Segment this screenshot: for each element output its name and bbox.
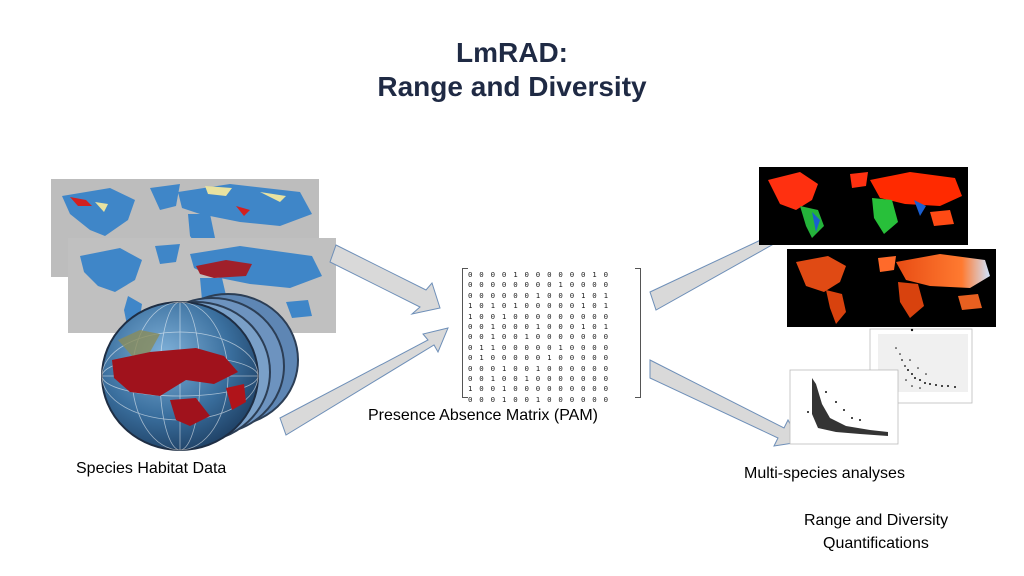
arrow-globe-to-pam <box>279 327 449 436</box>
output-map-range <box>787 249 996 327</box>
arrow-pam-to-plots <box>649 359 801 447</box>
pam-row: 0 0 0 1 0 0 1 0 0 0 0 0 0 <box>468 394 610 404</box>
range-diversity-label-line2: Quantifications <box>823 535 929 552</box>
page-title: LmRAD: Range and Diversity <box>0 36 1024 104</box>
pam-row: 0 0 1 0 0 0 1 0 0 0 1 0 1 <box>468 322 610 332</box>
pam-row: 0 0 0 1 0 0 1 0 0 0 0 0 0 <box>468 363 610 373</box>
title-line-1: LmRAD: <box>456 37 568 68</box>
pam-row: 0 0 1 0 0 1 0 0 0 0 0 0 0 <box>468 374 610 384</box>
pam-row: 1 0 0 1 0 0 0 0 0 0 0 0 0 <box>468 311 610 321</box>
species-habitat-label: Species Habitat Data <box>76 460 227 477</box>
pam-row: 0 0 1 0 0 1 0 0 0 0 0 0 0 <box>468 332 610 342</box>
title-line-2: Range and Diversity <box>377 71 647 102</box>
pam-row: 0 0 0 0 0 0 1 0 0 0 1 0 1 <box>468 290 610 300</box>
range-diversity-label-line1: Range and Diversity <box>804 512 949 529</box>
pam-bracket-right <box>635 268 641 398</box>
pam-row: 1 0 1 0 1 0 0 0 0 0 1 0 1 <box>468 301 610 311</box>
pam-bracket-left <box>462 268 468 398</box>
pam-row: 0 1 0 0 0 0 0 1 0 0 0 0 0 <box>468 353 610 363</box>
pam-label: Presence Absence Matrix (PAM) <box>368 407 599 424</box>
habitat-globes <box>101 293 299 451</box>
scatter-plot-front <box>789 369 899 445</box>
pam-row: 0 1 1 0 0 0 0 0 1 0 0 0 0 <box>468 342 610 352</box>
multi-species-label: Multi-species analyses <box>744 465 905 482</box>
arrow-map-to-pam <box>329 244 441 315</box>
output-map-richness <box>759 167 968 245</box>
pam-row: 0 0 0 0 0 0 0 0 1 0 0 0 0 <box>468 280 610 290</box>
pam-row: 1 0 0 1 0 0 0 0 0 0 0 0 0 <box>468 384 610 394</box>
pam-row: 0 0 0 0 1 0 0 0 0 0 0 1 0 <box>468 270 610 279</box>
